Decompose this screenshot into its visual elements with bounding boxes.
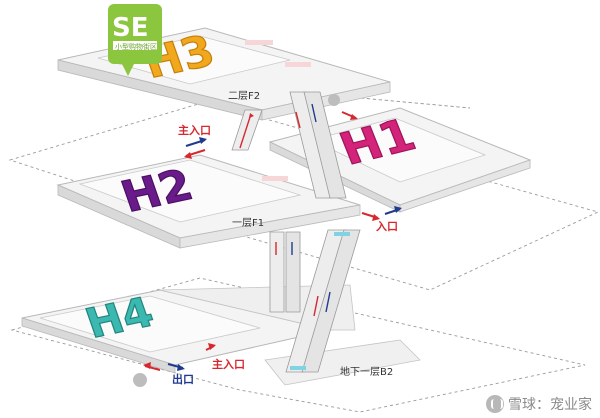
watermark-text: 雪球：宠业家 bbox=[508, 397, 592, 413]
se-logo-text: SE bbox=[112, 13, 149, 43]
watermark: 雪球：宠业家 bbox=[486, 394, 592, 414]
se-logo-lettering: 小型购物街区 bbox=[115, 42, 157, 51]
snowball-icon bbox=[486, 395, 504, 413]
car-park-icon-f2 bbox=[328, 94, 340, 106]
entrance-main-bottom-label: 主入口 bbox=[212, 357, 245, 371]
floor-label-f2: 二层F2 bbox=[228, 90, 260, 102]
floor-f1-platform bbox=[56, 154, 361, 249]
escalator-f1-f2-left bbox=[231, 109, 263, 151]
floor-label-f1: 一层F1 bbox=[232, 217, 264, 229]
car-park-icon-b2 bbox=[133, 373, 147, 387]
entrance-main-left-label: 主入口 bbox=[178, 123, 211, 137]
escalator-b2-f1 bbox=[269, 231, 301, 313]
entrance-main-left: 主入口 bbox=[178, 123, 211, 159]
floor-b2-platform bbox=[21, 284, 421, 386]
entrance-exit-label: 出口 bbox=[172, 372, 194, 386]
floor-f2-platform bbox=[57, 27, 391, 121]
entrance-f2-right bbox=[328, 94, 358, 120]
entrance-bottom: 出口 主入口 bbox=[133, 343, 245, 387]
escalator-f1-f2-center bbox=[289, 91, 347, 199]
floor-label-b2: 地下一层B2 bbox=[340, 365, 393, 378]
se-logo: SE 小型购物街区 bbox=[108, 4, 162, 76]
escalator-b2-f1-long bbox=[285, 229, 361, 373]
entrance-right: 入口 bbox=[361, 206, 402, 233]
entrance-right-label: 入口 bbox=[376, 220, 398, 233]
